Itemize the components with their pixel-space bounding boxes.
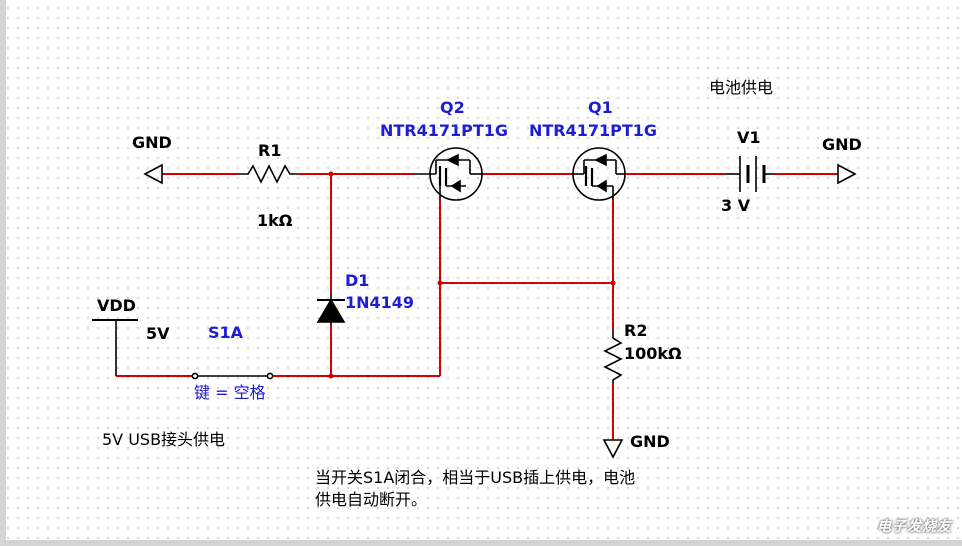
junction-q2-gate [437,280,443,286]
vdd-value-label: 5V [146,324,170,343]
r2-value-label: 100kΩ [624,344,682,363]
q2-part-label: NTR4171PT1G [380,121,509,140]
gnd-left-label: GND [132,133,172,152]
note-line-1: 当开关S1A闭合，相当于USB插上供电，电池 [315,468,636,487]
s1a-name-label: S1A [208,323,244,342]
r2-name-label: R2 [624,321,648,340]
mosfet-q2 [414,147,483,201]
r1-value-label: 1kΩ [257,211,293,230]
q1-name-label: Q1 [588,98,613,117]
q1-part-label: NTR4171PT1G [529,121,658,140]
d1-part-label: 1N4149 [345,293,415,312]
gnd-right-label: GND [822,135,862,154]
resistor-r1 [238,164,298,184]
junction-q1-gate [610,280,616,286]
components [92,147,857,459]
mosfet-q1 [572,147,626,201]
watermark: 电子发烧友 [877,519,952,535]
note-line-2: 供电自动断开。 [315,490,428,509]
usb-power-label: 5V USB接头供电 [102,430,226,449]
s1a-key-label: 键 = 空格 [194,383,266,402]
vdd-symbol [92,319,138,376]
ground-left-symbol [143,163,163,185]
d1-name-label: D1 [345,271,370,290]
q2-name-label: Q2 [440,98,465,117]
v1-name-label: V1 [737,128,761,147]
v1-value-label: 3 V [721,196,751,215]
switch-s1a [191,372,274,380]
gnd-bottom-label: GND [630,432,670,451]
resistor-r2 [603,330,623,384]
vdd-name-label: VDD [97,296,136,315]
diode-d1 [316,294,346,326]
r1-name-label: R1 [258,141,282,160]
battery-power-label: 电池供电 [709,78,774,97]
ground-right-symbol [837,163,857,185]
junctions [328,171,616,379]
junction-diode-rail [328,373,334,379]
battery-v1 [726,156,774,192]
ground-bottom-symbol [602,439,624,459]
junction-r1-diode [328,171,334,177]
wires [116,173,838,440]
